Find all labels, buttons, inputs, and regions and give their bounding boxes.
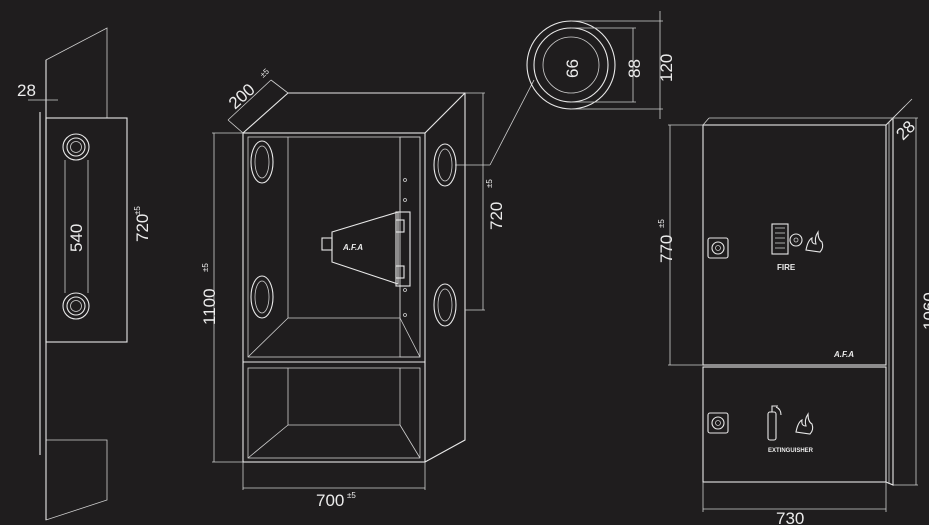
front-hole-top-right [433, 143, 457, 187]
front-width-tol: ±5 [347, 491, 356, 500]
front-hole-bottom-left [250, 275, 274, 319]
hole-spacing-label: 540 [67, 224, 86, 252]
total-height-label: 1060 [920, 292, 929, 330]
fire-label: FIRE [777, 263, 796, 272]
front-side-height-label: 720 [487, 202, 506, 230]
closed-width-label: 730 [776, 509, 804, 525]
side-height-label: 720 [133, 214, 152, 242]
lock-top-icon [707, 237, 729, 259]
closed-view: FIRE EXTINGUISHER A.F.A 770 ±5 1060 730 … [657, 98, 929, 525]
wall-hatch-top [45, 27, 108, 119]
front-width-label: 700 [316, 491, 344, 510]
front-height-tol: ±5 [201, 263, 210, 272]
lock-bottom-icon [707, 412, 729, 434]
front-height-label: 1100 [200, 288, 219, 325]
cabinet-door-bottom [702, 366, 887, 483]
extinguisher-sign-icon: EXTINGUISHER [767, 405, 814, 454]
side-view: 28 540 720 ±5 [17, 27, 152, 521]
side-body [45, 117, 128, 343]
hole-inner-dia-label: 66 [563, 59, 582, 78]
depth-tol: ±5 [258, 67, 271, 80]
front-open-view: A.F.A 1100 ±5 700 ±5 720 ±5 200 ±5 [200, 67, 535, 510]
front-side-height-tol: ±5 [485, 179, 494, 188]
side-height-tol: ±5 [133, 206, 142, 215]
door-height-tol: ±5 [657, 219, 666, 228]
depth-label: 200 [225, 80, 259, 113]
hole-inner-circle [542, 36, 600, 94]
hole-mid-dia-label: 88 [625, 59, 644, 78]
fire-hose-sign-icon: FIRE [771, 223, 824, 272]
hose-reel-bracket: A.F.A [321, 211, 411, 287]
front-hole-bottom-right [433, 283, 457, 327]
wall-thickness-label: 28 [17, 81, 36, 100]
hole-detail: 66 88 120 [526, 11, 676, 119]
hole-outer-dia-label: 120 [657, 54, 676, 82]
cabinet-outer [242, 132, 426, 463]
side-hole-bottom [62, 292, 90, 320]
side-hole-top [62, 133, 90, 161]
front-brand-label: A.F.A [342, 243, 363, 252]
wall-hatch-bottom [45, 439, 108, 521]
door-height-label: 770 [657, 235, 676, 263]
cabinet-door-top [702, 124, 887, 366]
closed-thickness-label: 28 [892, 117, 919, 144]
front-hole-top-left [250, 140, 274, 184]
extinguisher-label: EXTINGUISHER [768, 448, 814, 454]
closed-brand-label: A.F.A [833, 350, 854, 359]
